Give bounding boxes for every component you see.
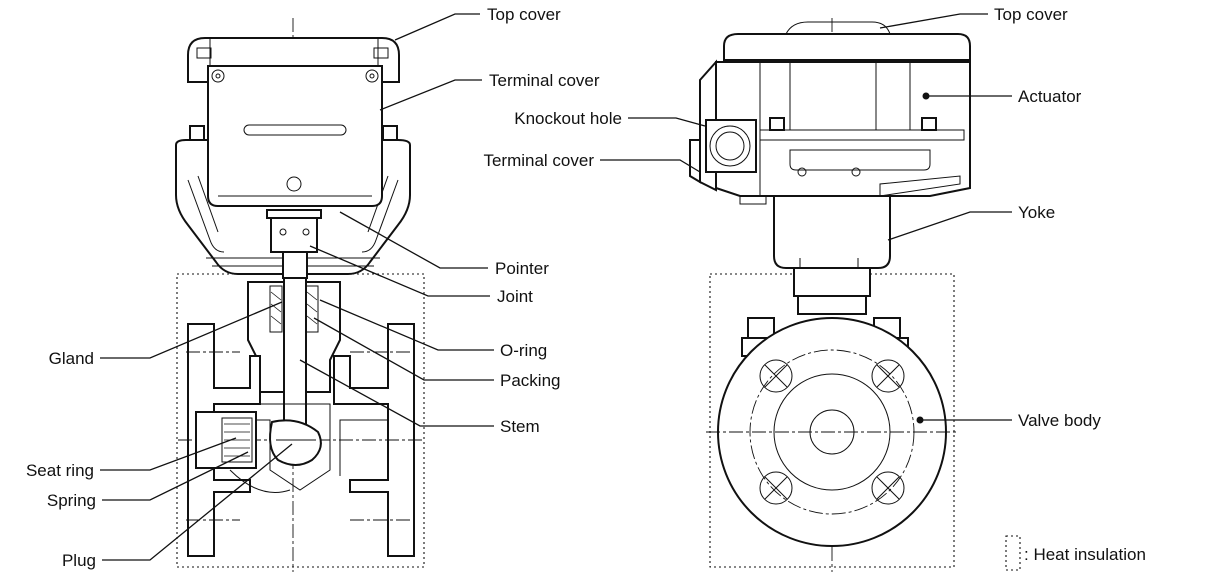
left-view-drawing bbox=[175, 18, 425, 572]
label-top-cover-right: Top cover bbox=[994, 5, 1068, 24]
label-actuator: Actuator bbox=[1018, 87, 1082, 106]
label-terminal-cover-right: Terminal cover bbox=[483, 151, 594, 170]
label-gland: Gland bbox=[49, 349, 94, 368]
label-stem: Stem bbox=[500, 417, 540, 436]
label-terminal-cover-left: Terminal cover bbox=[489, 71, 600, 90]
label-packing: Packing bbox=[500, 371, 560, 390]
label-pointer: Pointer bbox=[495, 259, 549, 278]
leader-lines bbox=[100, 13, 1012, 561]
label-top-cover-left: Top cover bbox=[487, 5, 561, 24]
right-view-drawing bbox=[689, 18, 971, 572]
label-joint: Joint bbox=[497, 287, 533, 306]
label-knockout-hole: Knockout hole bbox=[514, 109, 622, 128]
label-yoke: Yoke bbox=[1018, 203, 1055, 222]
label-o-ring: O-ring bbox=[500, 341, 547, 360]
heat-insulation-swatch bbox=[1005, 535, 1021, 571]
label-plug: Plug bbox=[62, 551, 96, 570]
label-spring: Spring bbox=[47, 491, 96, 510]
legend: : Heat insulation bbox=[1005, 535, 1146, 571]
label-valve-body: Valve body bbox=[1018, 411, 1101, 430]
flange-bolt-holes bbox=[759, 359, 905, 505]
legend-heat-insulation: : Heat insulation bbox=[1024, 545, 1146, 564]
labels: Top cover Terminal cover Pointer Joint G… bbox=[26, 5, 1101, 570]
label-seat-ring: Seat ring bbox=[26, 461, 94, 480]
